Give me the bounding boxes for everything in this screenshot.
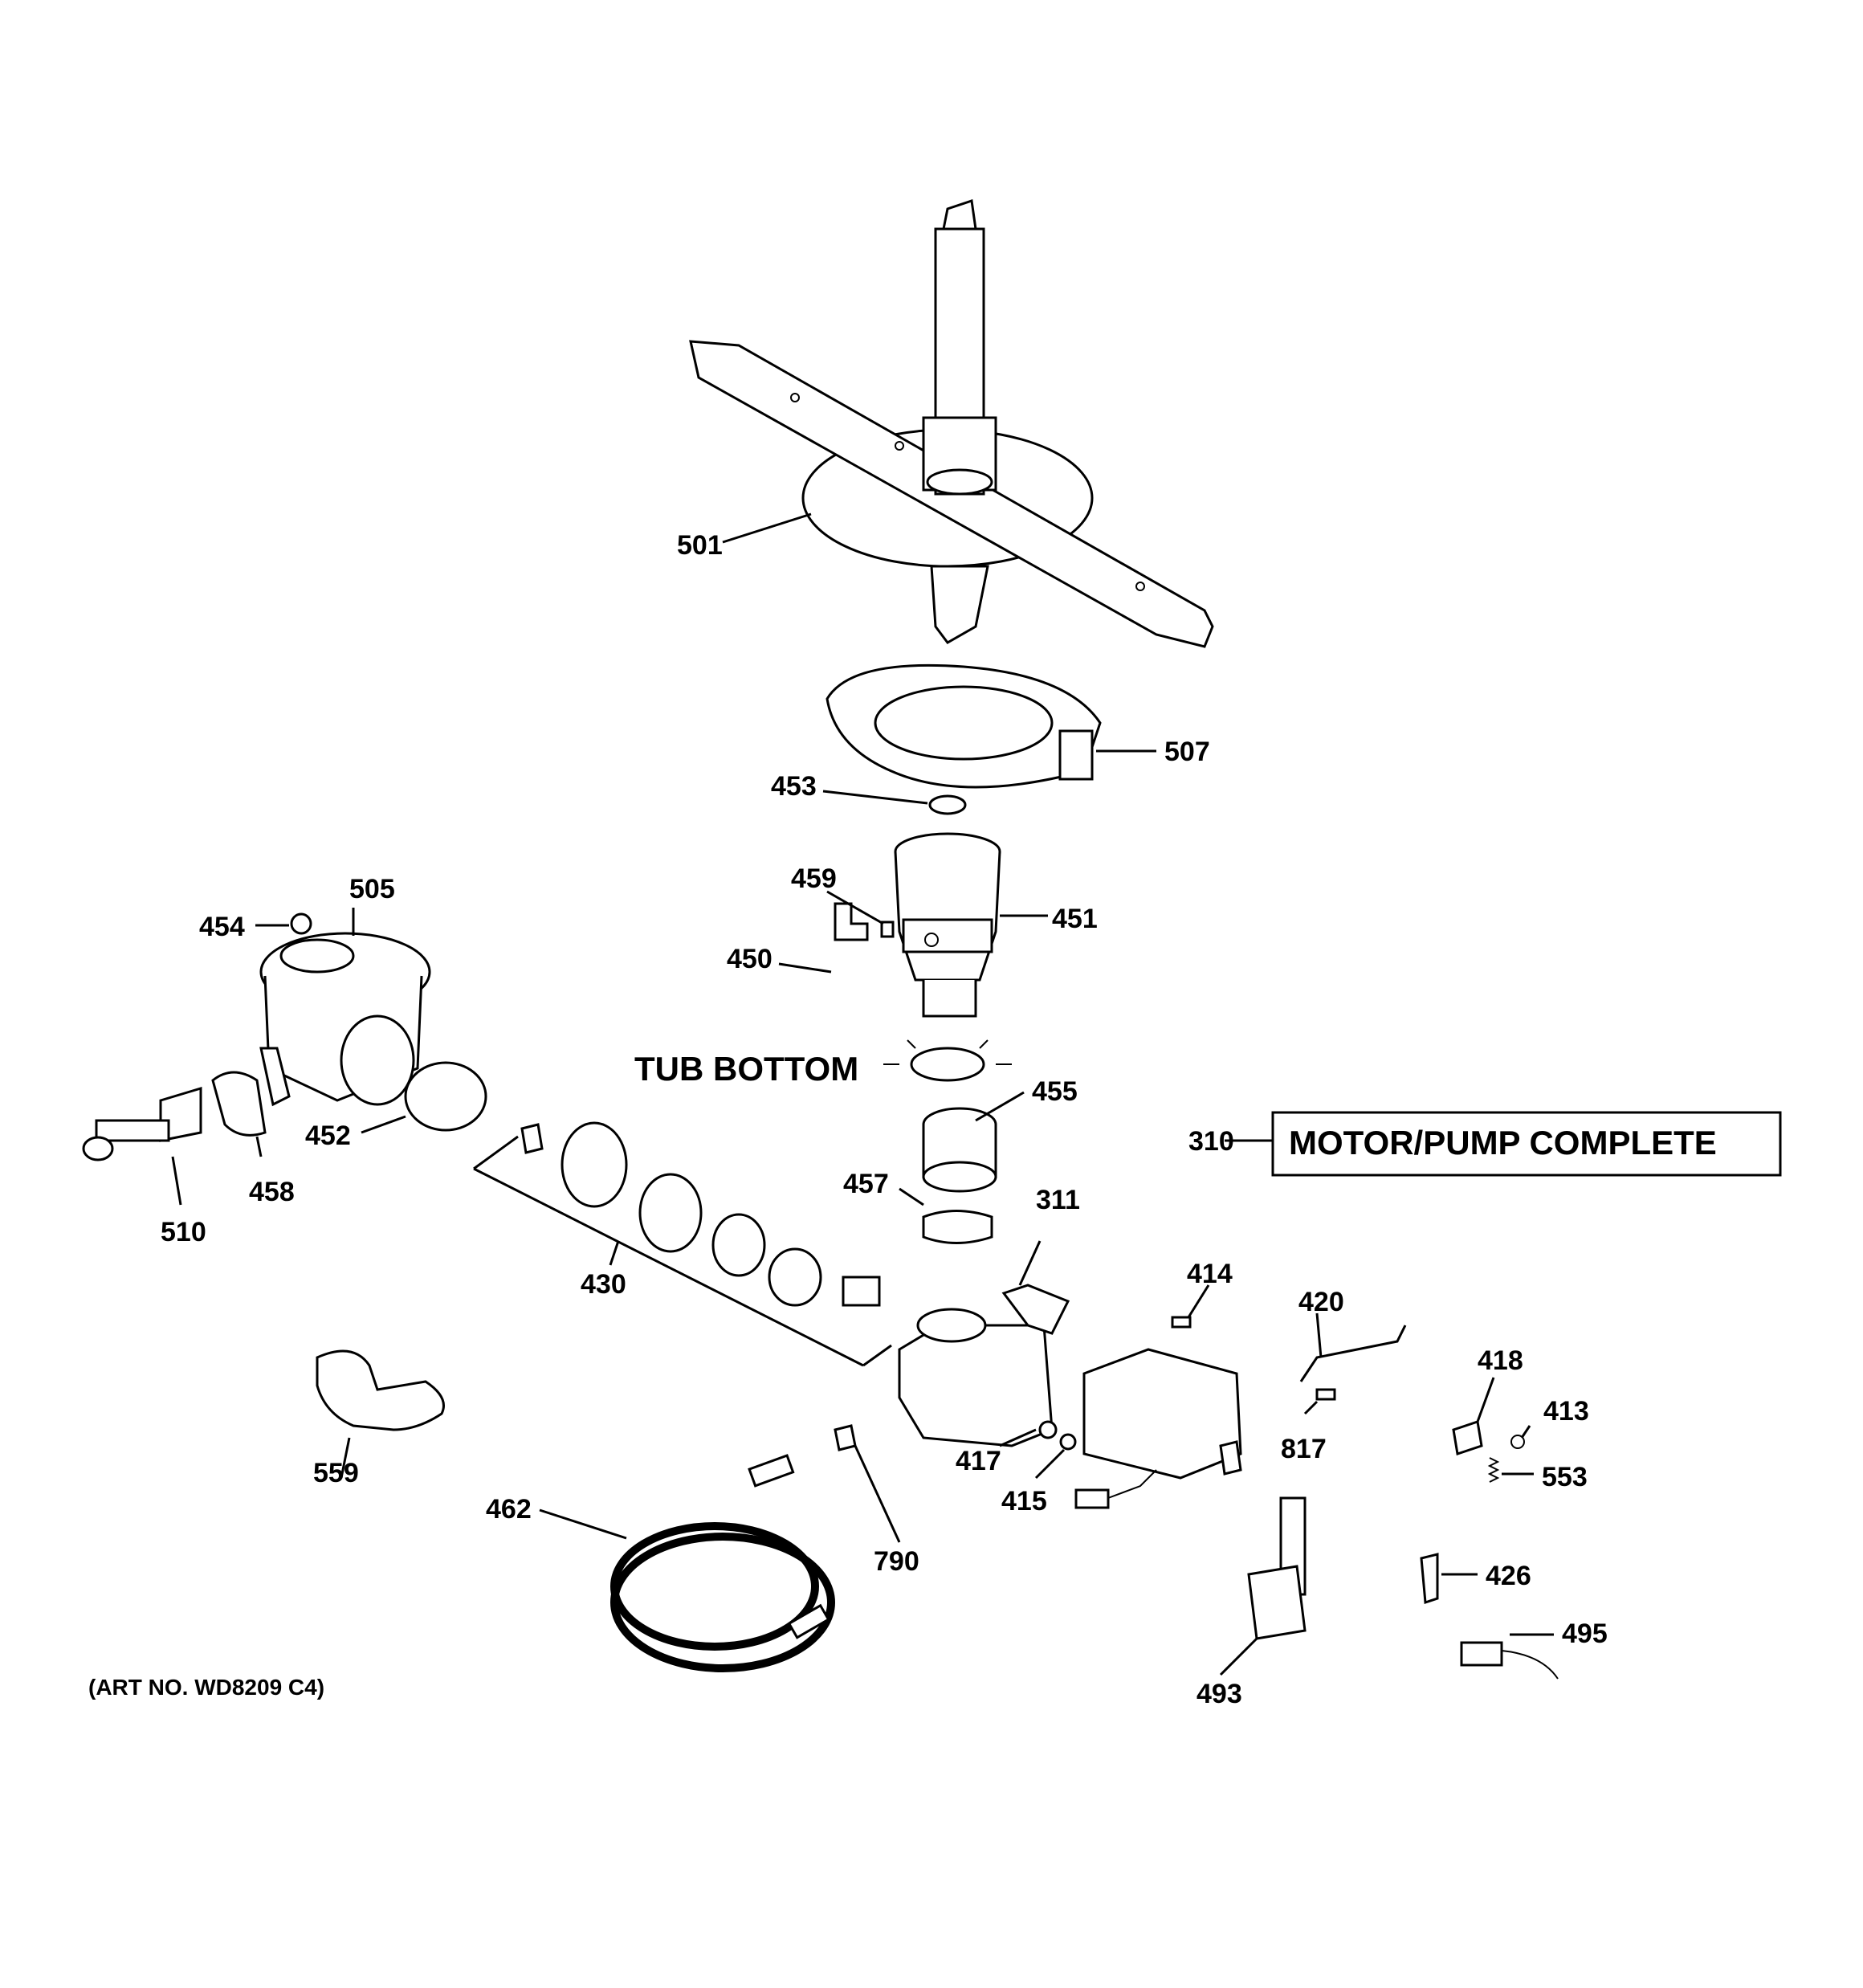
label-311: 311	[1036, 1185, 1080, 1215]
motor-pump-complete-box	[1271, 1111, 1782, 1177]
connector-495	[1460, 1641, 1559, 1680]
label-418: 418	[1478, 1345, 1523, 1376]
label-451: 451	[1052, 904, 1098, 934]
clamp-458	[211, 1071, 267, 1137]
label-420: 420	[1298, 1287, 1344, 1317]
clamp-457	[922, 1210, 993, 1244]
lever-418	[1452, 1420, 1483, 1455]
nut-415	[1059, 1433, 1077, 1451]
label-454: 454	[199, 912, 245, 942]
tub-bottom-gasket	[910, 1047, 985, 1082]
label-310: 310	[1188, 1126, 1234, 1157]
clamp-452	[404, 1061, 487, 1132]
label-493: 493	[1196, 1679, 1242, 1709]
label-457: 457	[843, 1169, 889, 1199]
drain-hose-462	[610, 1454, 835, 1672]
clip-413	[1510, 1435, 1525, 1449]
ball-454	[290, 912, 312, 935]
bracket-450	[834, 902, 869, 941]
o-ring-453	[928, 794, 967, 815]
label-413: 413	[1543, 1396, 1589, 1427]
label-450: 450	[727, 944, 773, 974]
label-462: 462	[486, 1494, 532, 1525]
art-number: (ART NO. WD8209 C4)	[88, 1675, 324, 1700]
label-495: 495	[1562, 1619, 1608, 1649]
actuator-426	[1420, 1553, 1439, 1605]
clip-790	[834, 1424, 857, 1451]
label-501: 501	[677, 530, 723, 561]
sump-505	[259, 932, 431, 1107]
label-430: 430	[581, 1269, 626, 1300]
rod-420	[1299, 1325, 1407, 1382]
pump-parts-430	[473, 1121, 892, 1367]
drain-valve-510	[82, 1086, 202, 1161]
label-459: 459	[791, 863, 837, 894]
label-559: 559	[313, 1458, 359, 1488]
label-417: 417	[956, 1446, 1001, 1476]
spring-553	[1487, 1457, 1500, 1483]
coupling-455	[922, 1107, 997, 1193]
label-507: 507	[1164, 737, 1210, 767]
pump-inlet-tube-451	[894, 832, 1001, 1018]
label-426: 426	[1486, 1561, 1531, 1591]
label-553: 553	[1542, 1462, 1588, 1492]
motor	[1074, 1348, 1242, 1509]
screw-459	[880, 921, 895, 938]
label-510: 510	[161, 1217, 206, 1247]
label-414: 414	[1187, 1259, 1233, 1289]
screw-414	[1171, 1316, 1192, 1329]
label-415: 415	[1001, 1486, 1047, 1517]
label-790: 790	[874, 1546, 919, 1577]
label-817: 817	[1281, 1434, 1327, 1464]
label-505: 505	[349, 874, 395, 904]
label-453: 453	[771, 771, 817, 802]
label-452: 452	[305, 1121, 351, 1151]
hose-559	[316, 1349, 445, 1431]
washer-417	[1038, 1420, 1058, 1439]
spray-arm-manifold	[826, 663, 1102, 789]
lower-spray-arm-assembly	[689, 199, 1214, 648]
pump-housing-311	[898, 1284, 1070, 1447]
label-455: 455	[1032, 1076, 1078, 1107]
tub-bottom-label: TUB BOTTOM	[634, 1050, 858, 1088]
motor-pump-complete-label: MOTOR/PUMP COMPLETE	[1289, 1124, 1717, 1161]
label-458: 458	[249, 1177, 295, 1207]
solenoid-493	[1247, 1496, 1307, 1640]
screw-817	[1315, 1388, 1336, 1401]
